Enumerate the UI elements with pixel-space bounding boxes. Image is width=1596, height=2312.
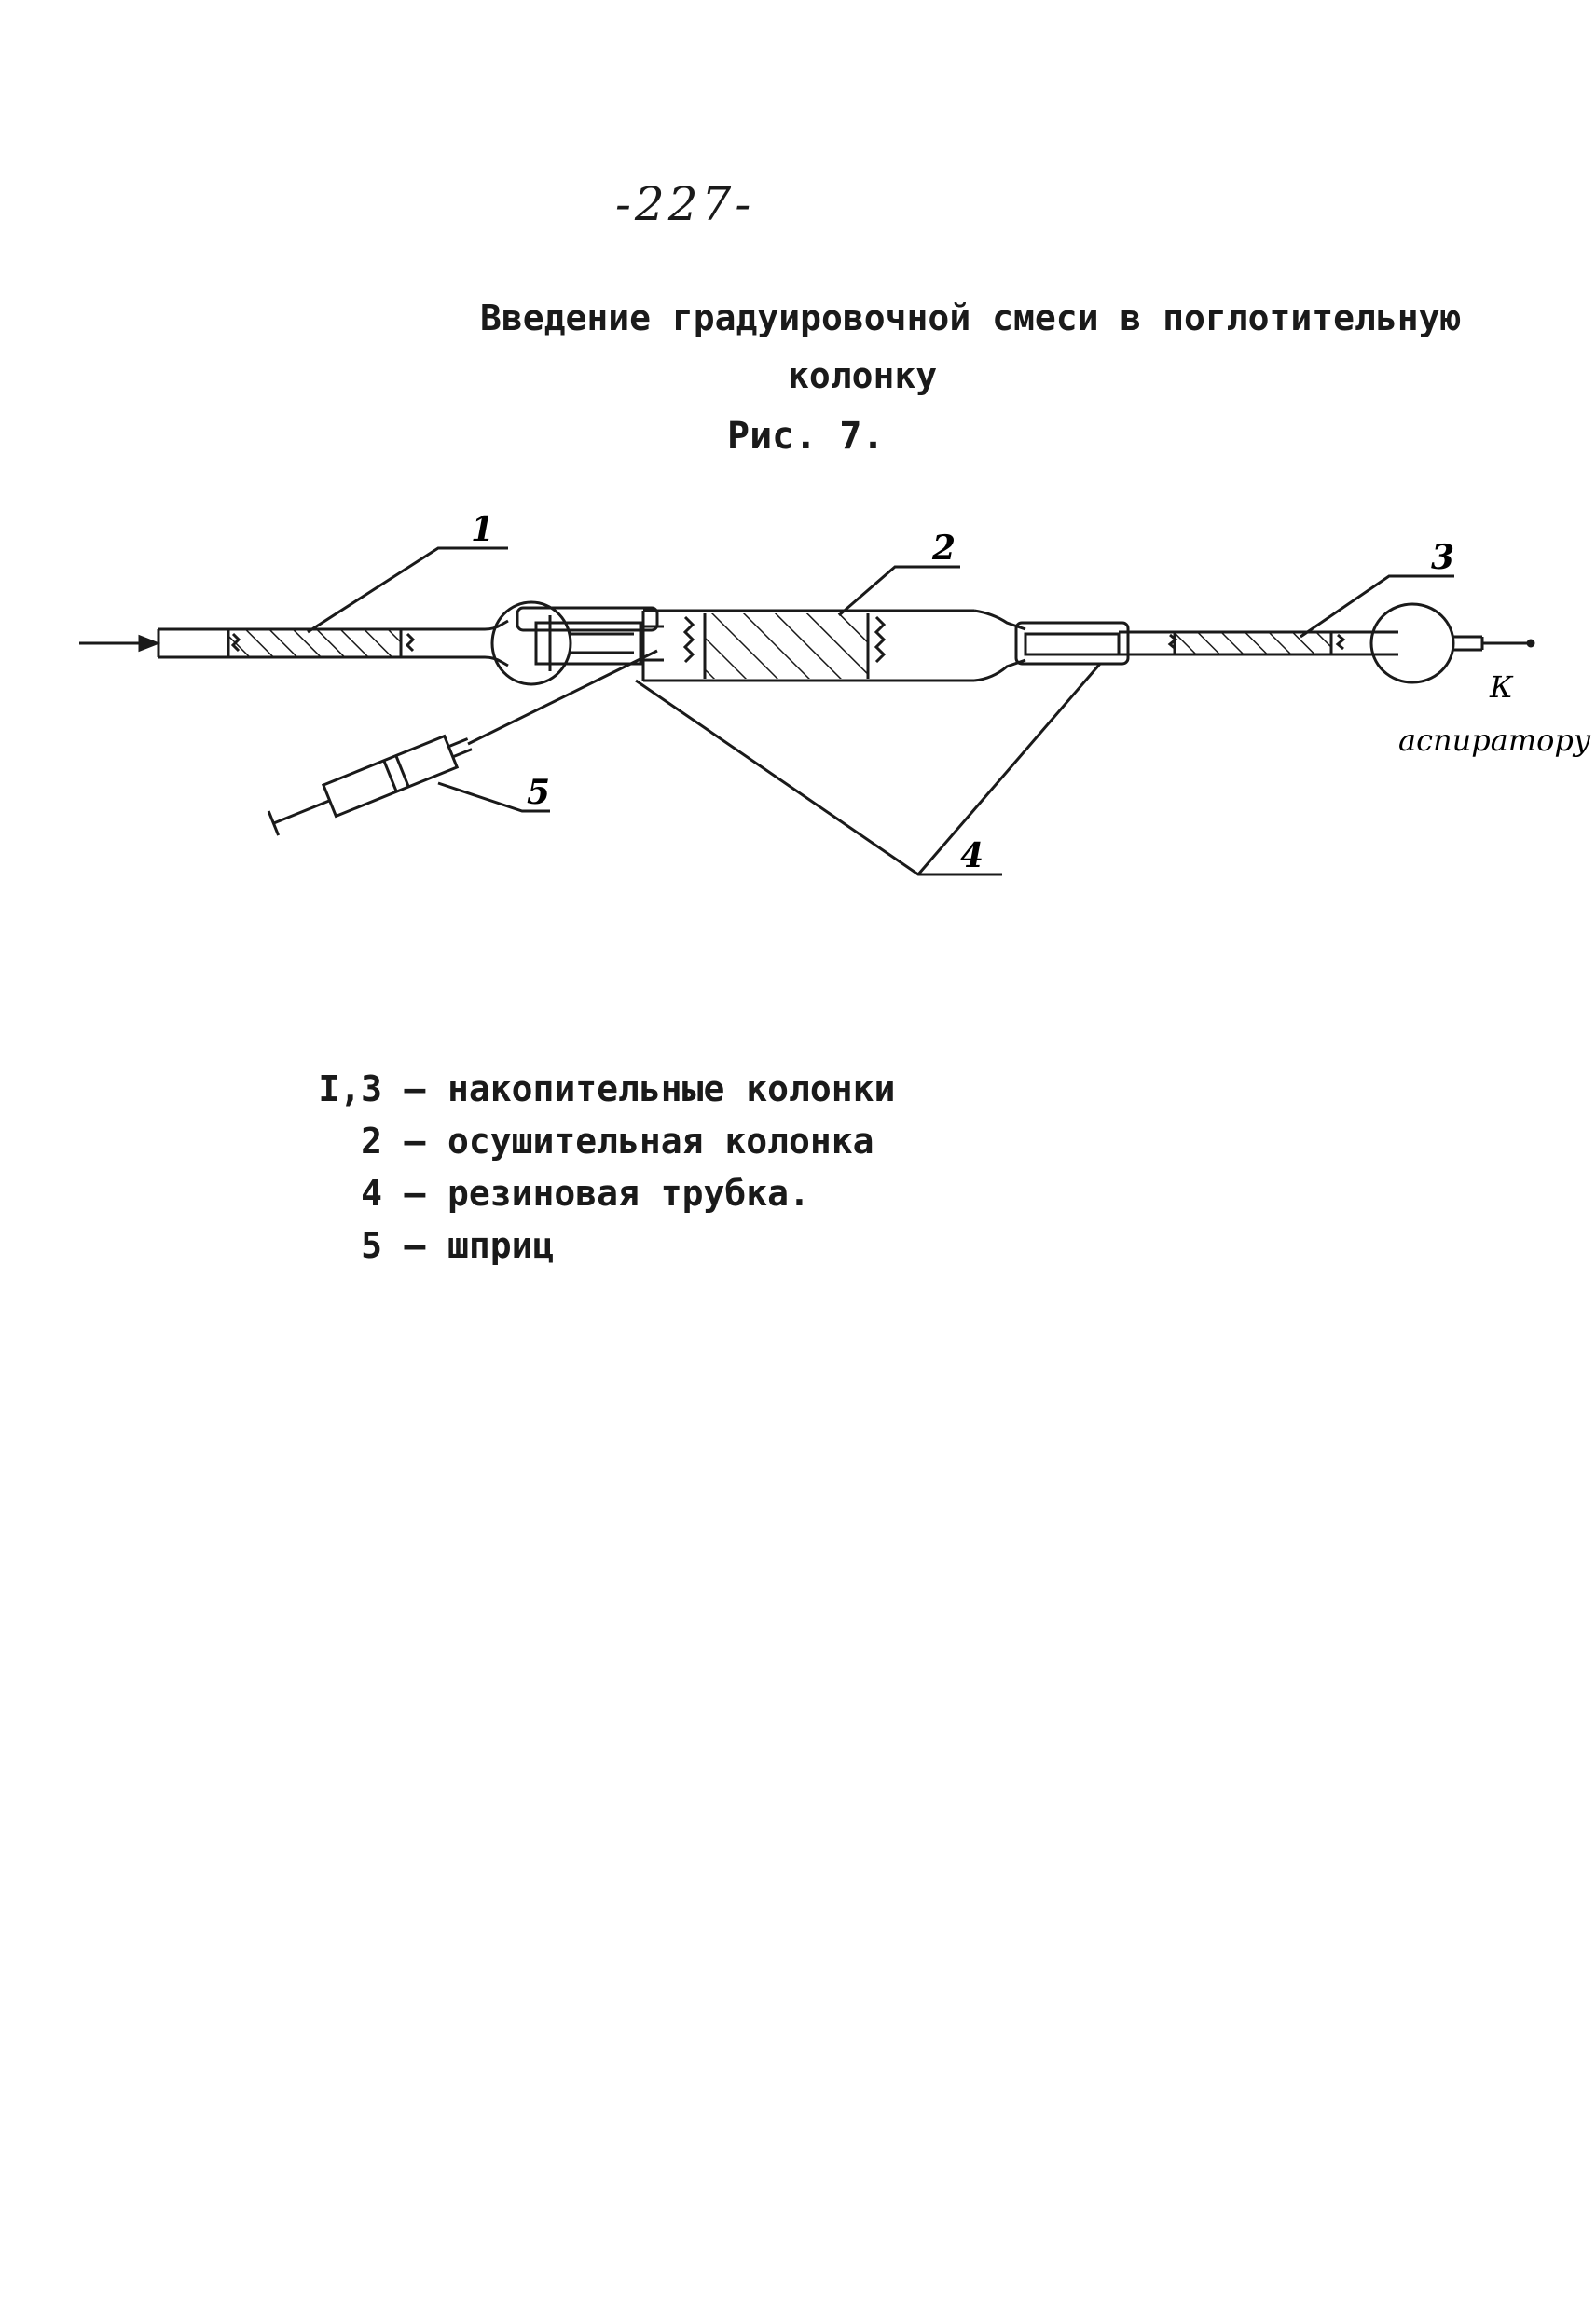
apparatus-diagram: 1 2 3 4 5 К аспиратору (79, 510, 1591, 876)
label-5: 5 (527, 773, 550, 812)
legend-text: накопительные колонки (447, 1068, 896, 1109)
legend: I,3–накопительные колонки 2–осушительная… (280, 1063, 895, 1272)
drying-column-2 (641, 609, 1026, 682)
legend-key: 4 (361, 1173, 382, 1214)
leader-lines (307, 546, 1454, 876)
legend-key: 5 (361, 1225, 382, 1266)
legend-dash: – (404, 1121, 426, 1162)
inlet-arrow (79, 634, 161, 653)
legend-row: 2–осушительная колонка (280, 1115, 895, 1167)
label-1: 1 (471, 510, 494, 549)
label-4: 4 (960, 836, 984, 875)
destination-line1: К (1489, 669, 1514, 705)
legend-row: 4–резиновая трубка. (280, 1167, 895, 1219)
accumulating-column-3 (1119, 602, 1535, 684)
syringe-5 (267, 649, 658, 836)
figure-caption: Рис. 7. (727, 415, 885, 458)
legend-row: I,3–накопительные колонки (280, 1063, 895, 1115)
legend-key: 2 (361, 1121, 382, 1162)
label-3: 3 (1431, 538, 1454, 577)
legend-text: резиновая трубка. (447, 1173, 810, 1214)
legend-row: 5–шприц (280, 1219, 895, 1272)
destination-line2: аспиратору (1398, 722, 1591, 758)
label-2: 2 (931, 529, 956, 568)
legend-text: шприц (447, 1225, 555, 1266)
accumulating-column-1 (157, 600, 634, 686)
legend-dash: – (404, 1225, 426, 1266)
rubber-tube-left (516, 606, 664, 666)
figure-title-line2: колонку (788, 355, 938, 396)
legend-dash: – (404, 1173, 426, 1214)
legend-dash: – (404, 1068, 426, 1109)
rubber-tube-right (1014, 621, 1130, 666)
legend-text: осушительная колонка (447, 1121, 874, 1162)
figure-title-line1: Введение градуировочной смеси в поглотит… (480, 297, 1462, 338)
legend-key: I,3 (318, 1068, 382, 1109)
page-number: -227- (615, 177, 755, 231)
